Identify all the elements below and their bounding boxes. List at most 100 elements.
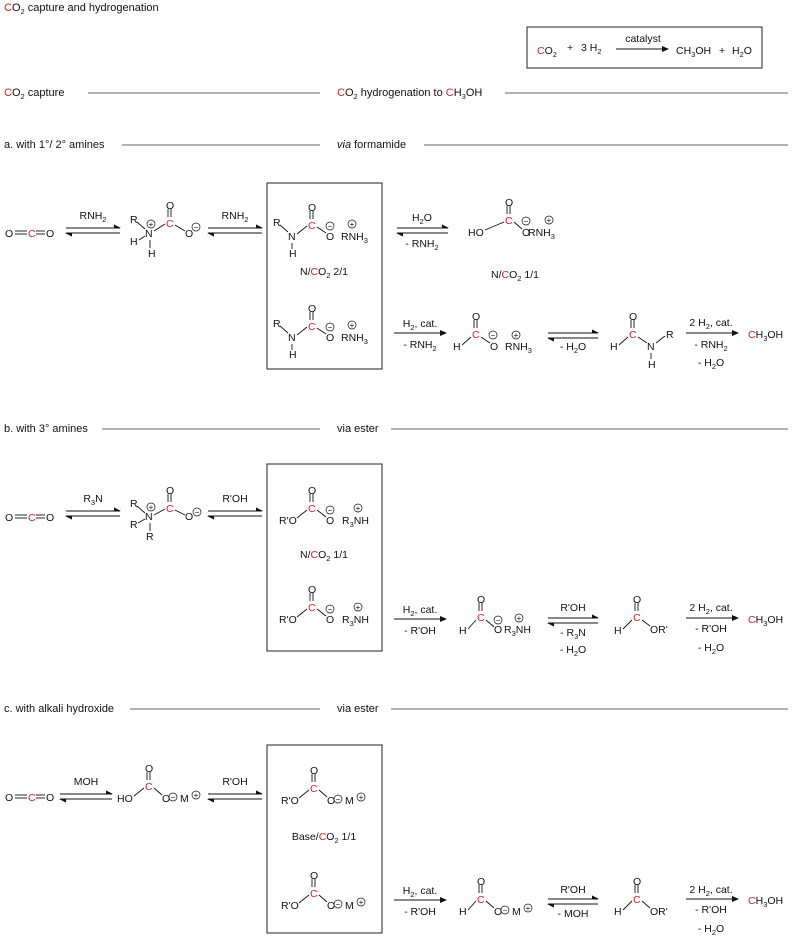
svg-text:M: M — [180, 793, 189, 805]
svg-text:O: O — [326, 332, 334, 344]
svg-text:O: O — [310, 765, 318, 777]
svg-text:H: H — [614, 906, 622, 918]
svg-text:C: C — [310, 783, 318, 795]
equilibrium-arrow-c2 — [207, 790, 263, 803]
metal-formate-c: H O C O − M + — [459, 876, 533, 918]
svg-text:C: C — [633, 612, 641, 624]
svg-text:−: − — [336, 795, 341, 804]
svg-text:R'O: R'O — [281, 900, 299, 912]
svg-text:O: O — [308, 303, 316, 315]
section-c-route: via ester — [337, 703, 379, 715]
condition-minus-h2o-c: - H2O — [698, 923, 724, 937]
condition-minus-moh-c: - MOH — [558, 908, 589, 920]
svg-text:O: O — [5, 792, 13, 804]
svg-text:O: O — [5, 228, 13, 240]
methanol-product-a: CH3OH — [748, 329, 783, 343]
svg-text:O: O — [46, 512, 54, 524]
svg-text:O: O — [145, 763, 153, 775]
svg-text:−: − — [328, 323, 333, 332]
svg-text:O: O — [166, 200, 174, 212]
overall-water: H2O — [732, 45, 752, 59]
capture-product-box-c — [266, 744, 383, 934]
condition-h2o-a: H2O — [412, 212, 432, 226]
equilibrium-arrow-a3 — [396, 224, 449, 237]
svg-text:H: H — [289, 248, 297, 260]
svg-text:C: C — [633, 894, 641, 906]
svg-text:O: O — [522, 227, 530, 239]
svg-text:H: H — [614, 625, 622, 637]
svg-text:+: + — [547, 216, 552, 225]
ammonium-carbamate-a-2: R N H O C O − RNH3 + — [273, 303, 368, 361]
svg-text:R: R — [273, 318, 281, 330]
svg-text:C: C — [28, 512, 36, 524]
overall-catalyst-label: catalyst — [625, 33, 661, 45]
svg-text:O: O — [633, 594, 641, 606]
svg-text:C: C — [28, 792, 36, 804]
svg-text:H: H — [130, 236, 138, 248]
overall-methanol: CH3OH — [676, 45, 711, 59]
svg-text:O: O — [327, 795, 335, 807]
condition-roh-c2: R'OH — [560, 884, 585, 896]
svg-text:H: H — [459, 625, 467, 637]
svg-text:N: N — [145, 228, 153, 240]
svg-text:O: O — [308, 202, 316, 214]
svg-text:O: O — [185, 228, 193, 240]
svg-text:C: C — [505, 215, 513, 227]
svg-text:+: + — [356, 504, 361, 513]
svg-text:C: C — [477, 612, 485, 624]
svg-text:H: H — [453, 341, 461, 353]
condition-minus-roh-b1: - R'OH — [404, 625, 436, 637]
svg-text:−: − — [194, 223, 199, 232]
overall-h2: 3 H2 — [581, 42, 602, 56]
svg-text:C: C — [477, 894, 485, 906]
svg-text:N: N — [288, 332, 296, 344]
svg-text:R: R — [146, 531, 154, 543]
svg-text:+: + — [350, 321, 355, 330]
metal-alkylcarbonate-c-1: R'O O C O − M + — [281, 765, 366, 807]
condition-minus-roh-b2: - R'OH — [695, 623, 727, 635]
svg-text:M: M — [345, 900, 354, 912]
column-header-capture: CO2 capture — [4, 87, 64, 101]
svg-text:O: O — [308, 584, 316, 596]
methanol-product-c: CH3OH — [748, 895, 783, 909]
svg-text:C: C — [145, 781, 153, 793]
svg-text:C: C — [28, 228, 36, 240]
svg-text:O: O — [5, 512, 13, 524]
svg-text:HO: HO — [117, 793, 133, 805]
ratio-label-b-1-1: N/CO2 1/1 — [300, 549, 348, 563]
equilibrium-arrow-b1 — [65, 507, 121, 520]
svg-text:−: − — [328, 506, 333, 515]
condition-2h2-cat-b: 2 H2, cat. — [689, 602, 732, 616]
svg-text:+: + — [350, 220, 355, 229]
svg-text:+: + — [149, 220, 154, 229]
svg-text:OR': OR' — [650, 906, 668, 918]
svg-text:O: O — [326, 231, 334, 243]
svg-text:C: C — [310, 888, 318, 900]
svg-text:O: O — [494, 906, 502, 918]
svg-text:+: + — [517, 614, 522, 623]
svg-text:O: O — [477, 876, 485, 888]
svg-text:+: + — [514, 331, 519, 340]
svg-text:C: C — [308, 503, 316, 515]
condition-2h2-cat-a: 2 H2, cat. — [689, 317, 732, 331]
svg-text:O: O — [46, 228, 54, 240]
svg-text:R3NH: R3NH — [342, 614, 369, 628]
svg-text:HO: HO — [468, 227, 484, 239]
ratio-label-a-1-1: N/CO2 1/1 — [491, 269, 539, 283]
ammonium-formate-a: H O C O − RNH3 + — [453, 311, 532, 355]
section-b-label: b. with 3° amines — [4, 423, 88, 435]
svg-text:N: N — [288, 231, 296, 243]
condition-roh-b1: R'OH — [222, 493, 247, 505]
svg-text:O: O — [310, 870, 318, 882]
svg-text:O: O — [308, 485, 316, 497]
svg-text:−: − — [491, 331, 496, 340]
condition-minus-h2o-b1: - H2O — [560, 644, 586, 658]
svg-text:−: − — [195, 508, 200, 517]
svg-text:−: − — [496, 616, 501, 625]
section-b-route: via ester — [337, 423, 379, 435]
svg-text:R: R — [130, 519, 138, 531]
svg-text:O: O — [327, 900, 335, 912]
equilibrium-arrow-b3 — [547, 614, 599, 627]
condition-minus-h2o-a2: - H2O — [698, 357, 724, 371]
